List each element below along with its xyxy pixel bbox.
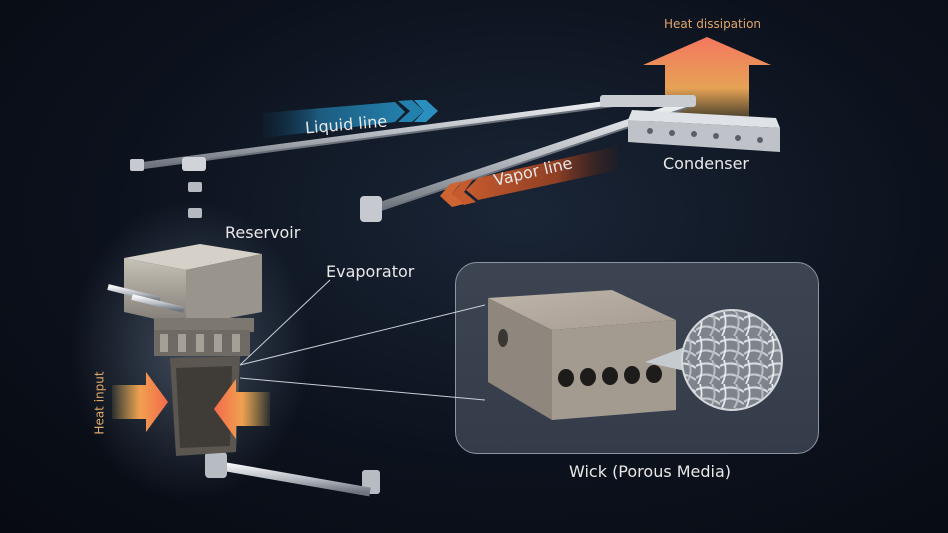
heat-dissipation-label: Heat dissipation [664,17,762,31]
evaporator-leader-line [239,279,331,366]
wick-channel [624,366,640,384]
evaporator-label: Evaporator [326,262,415,281]
heat-input-arrow-right [214,379,270,439]
vapor-line-arrow [440,146,618,207]
condenser-label: Condenser [663,154,749,173]
wick-label: Wick (Porous Media) [569,462,732,481]
wick-channel [498,329,508,347]
wick-channel [602,367,618,385]
reservoir [107,244,262,332]
liquid-line-pipe [130,96,644,250]
wick-microstructure-magnifier [645,309,783,411]
condenser [628,110,780,152]
liquid-line-arrow [263,100,438,138]
zoom-line-top [239,304,486,366]
evaporator [154,330,250,456]
wick-channel [646,365,662,383]
wick-block [488,290,676,420]
reservoir-label: Reservoir [225,223,301,242]
heat-input-arrow-left [112,372,168,432]
zoom-line-bottom [239,377,486,401]
wick-channel [580,368,596,386]
heat-input-label: Heat input [92,371,107,435]
wick-channel [558,369,574,387]
